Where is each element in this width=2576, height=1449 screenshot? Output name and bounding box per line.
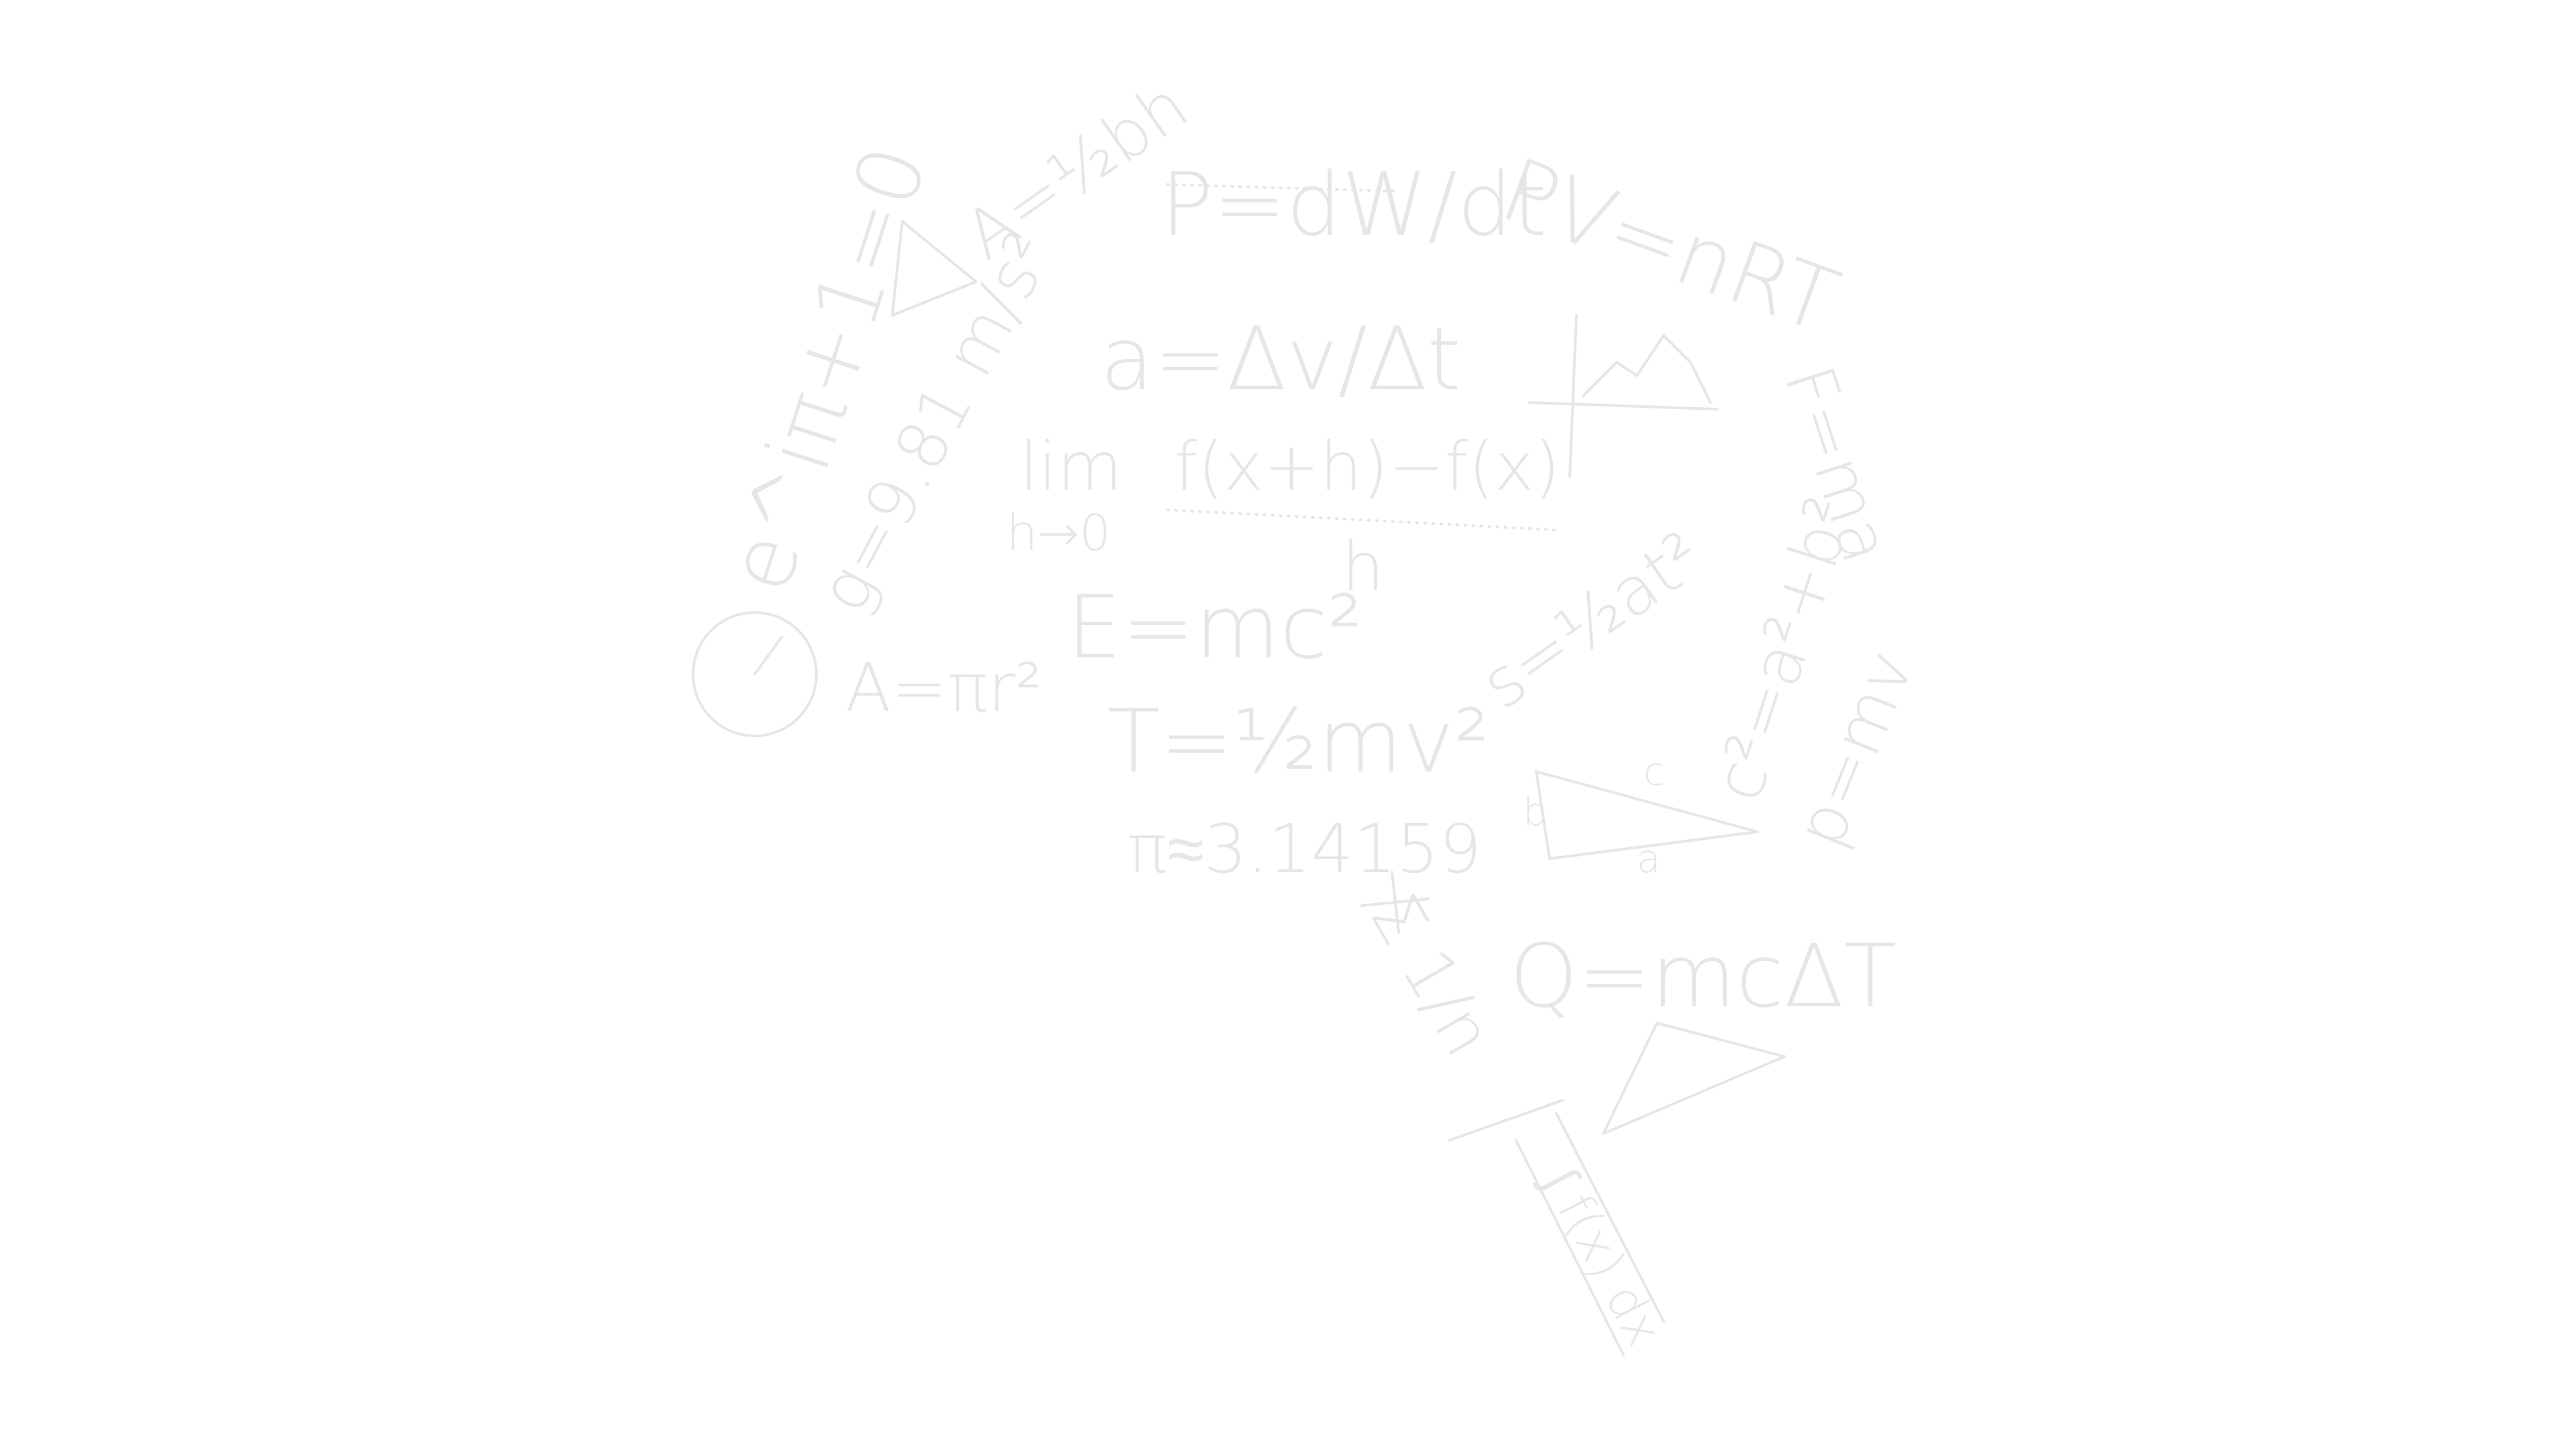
clock-circle-icon xyxy=(692,611,818,737)
limit-denominator: h xyxy=(1342,528,1384,606)
clock-hand-icon xyxy=(753,636,783,676)
limit-prefix: lim xyxy=(1020,427,1122,506)
graph-y-axis-icon xyxy=(1568,314,1578,478)
limit-numerator: f(x+h)−f(x) xyxy=(1174,427,1560,506)
triangle-label-a: a xyxy=(1637,836,1661,881)
triangle-label-b: b xyxy=(1523,789,1548,835)
plus-sign-vertical-icon xyxy=(1391,871,1400,934)
mass-energy-formula: E=mc² xyxy=(1067,576,1362,678)
displacement-formula: s=½at² xyxy=(1467,517,1717,724)
limit-fraction-bar-icon xyxy=(1166,508,1558,531)
pi-value-formula: π≈3.14159 xyxy=(1127,810,1482,888)
limit-subscript: h→0 xyxy=(1006,504,1111,562)
triangle-label-c: c xyxy=(1644,749,1665,794)
series-sum-formula: Σ 1/n xyxy=(1354,881,1508,1069)
right-triangle-icon xyxy=(1535,770,1759,860)
power-fraction-bar-icon xyxy=(1166,183,1397,193)
ruler-edge-left-icon xyxy=(1515,1139,1625,1356)
graph-curve-icon xyxy=(1582,334,1712,404)
circle-area-formula: A=πr² xyxy=(845,649,1042,727)
acceleration-formula: a=Δv/Δt xyxy=(1100,308,1461,410)
kinetic-energy-formula: T=½mv² xyxy=(1107,690,1489,792)
heat-formula: Q=mcΔT xyxy=(1509,925,1897,1027)
triangle-sketch-icon xyxy=(891,220,977,317)
ruler-edge-right-icon xyxy=(1555,1112,1665,1323)
doodle-shapes xyxy=(692,183,1786,1356)
graph-x-axis-icon xyxy=(1528,401,1719,411)
ruler-top-edge-icon xyxy=(1448,1099,1564,1142)
integral-formula: ∫ f(x) dx xyxy=(1531,1157,1673,1356)
power-formula: P=dW/dt xyxy=(1161,154,1547,256)
small-triangle-icon xyxy=(1602,1022,1786,1135)
ideal-gas-formula: PV=nRT xyxy=(1489,138,1851,353)
